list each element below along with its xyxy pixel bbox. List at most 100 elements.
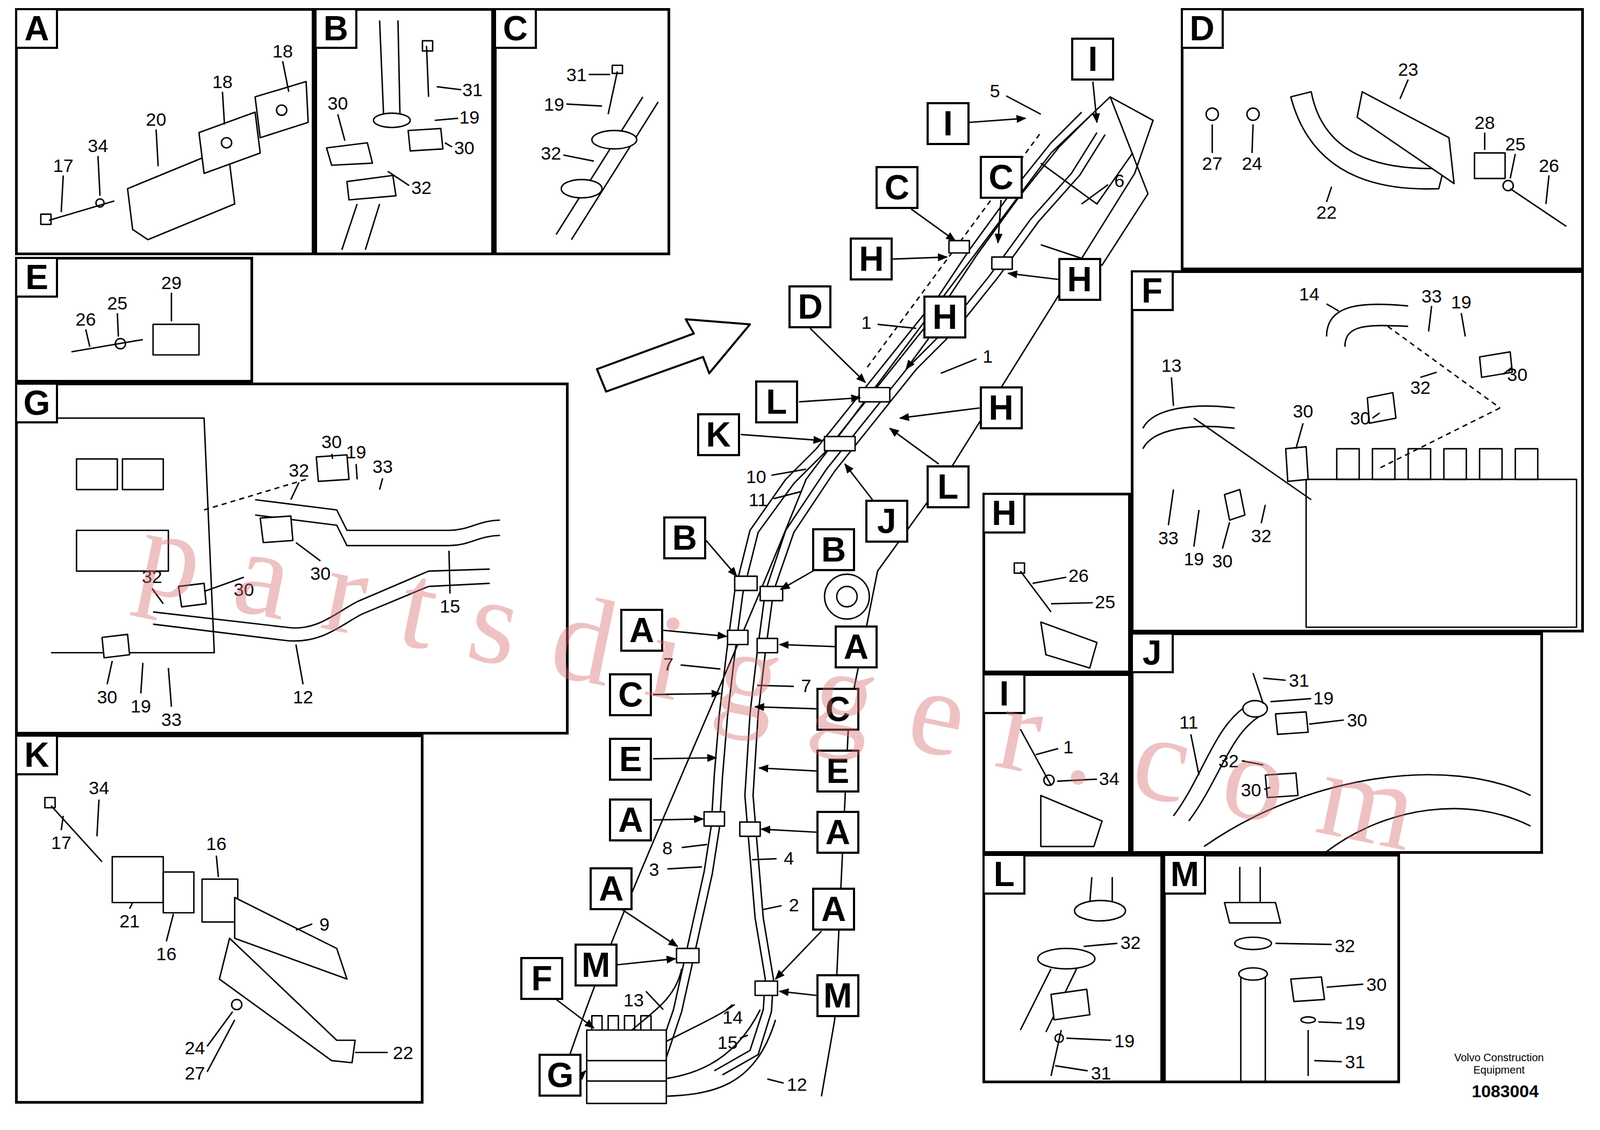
callout-letter-box: M xyxy=(1163,854,1207,895)
callout-number: 32 xyxy=(1410,378,1431,397)
callout-number: 19 xyxy=(1313,689,1334,708)
callout-number: 19 xyxy=(543,95,565,114)
callout-letter-box: C xyxy=(979,155,1023,199)
callout-letter-box: A xyxy=(816,811,860,855)
callout-number: 11 xyxy=(748,490,768,509)
callout-letter: I xyxy=(943,106,953,141)
callout-letter-box: H xyxy=(923,295,967,339)
callout-number: 21 xyxy=(119,912,140,931)
callout-number: 16 xyxy=(206,834,227,853)
callout-letter: F xyxy=(1141,273,1163,308)
callout-number: 18 xyxy=(212,72,233,91)
callout-number: 12 xyxy=(292,687,314,707)
callout-number: 1 xyxy=(982,347,993,366)
callout-number: 26 xyxy=(1538,156,1560,175)
callout-number: 28 xyxy=(1474,113,1496,132)
callout-number: 30 xyxy=(1350,409,1371,428)
callout-letter-box: C xyxy=(875,166,919,210)
detail-panel: 23282526272422D xyxy=(1180,8,1584,271)
brand-caption: Volvo Construction Equipment xyxy=(1439,1051,1559,1077)
callout-number: 30 xyxy=(1346,711,1368,730)
callout-number: 24 xyxy=(184,1038,206,1058)
callout-letter: B xyxy=(672,520,698,556)
callout-letter-box: A xyxy=(834,625,878,669)
callout-number: 30 xyxy=(1507,365,1528,384)
callout-letter: M xyxy=(581,948,611,983)
callout-number: 30 xyxy=(1366,975,1387,994)
callout-number: 32 xyxy=(1218,751,1239,771)
detail-panel: 3130193032B xyxy=(314,8,494,255)
callout-number: 23 xyxy=(1397,60,1419,79)
drawing-number: 1083004 xyxy=(1471,1082,1539,1101)
callout-number: 4 xyxy=(783,849,794,868)
callout-number: 32 xyxy=(288,461,310,480)
callout-letter: M xyxy=(823,978,852,1014)
callout-number: 17 xyxy=(51,833,72,852)
callout-number: 15 xyxy=(439,597,461,616)
detail-panel: 32301931M xyxy=(1163,854,1400,1084)
callout-letter: A xyxy=(629,613,655,648)
callout-number: 32 xyxy=(540,144,562,163)
callout-letter: C xyxy=(825,692,851,727)
callout-letter: C xyxy=(503,11,528,46)
callout-number: 9 xyxy=(319,915,330,934)
callout-letter: H xyxy=(932,299,958,335)
callout-letter: J xyxy=(877,504,897,539)
callout-number: 30 xyxy=(96,687,118,707)
callout-number: 32 xyxy=(1334,936,1355,956)
callout-letter: G xyxy=(23,385,51,421)
callout-letter-box: M xyxy=(816,974,860,1018)
callout-letter: L xyxy=(765,384,787,420)
callout-number: 7 xyxy=(663,655,674,674)
callout-number: 30 xyxy=(1240,780,1262,800)
callout-letter-box: B xyxy=(812,528,856,572)
callout-letter-box: H xyxy=(982,492,1026,534)
callout-letter-box: H xyxy=(1058,257,1102,301)
callout-number: 30 xyxy=(310,564,331,583)
detail-panel: 2625H xyxy=(982,492,1131,674)
callout-number: 33 xyxy=(1421,287,1442,306)
callout-number: 22 xyxy=(392,1043,414,1063)
callout-letter: H xyxy=(858,241,884,277)
callout-number: 10 xyxy=(745,467,767,486)
callout-number: 32 xyxy=(1251,526,1272,545)
callout-letter-box: C xyxy=(816,687,860,731)
callout-number: 13 xyxy=(623,991,644,1010)
callout-letter: G xyxy=(546,1058,574,1093)
callout-letter-box: A xyxy=(589,867,633,911)
callout-number: 19 xyxy=(1114,1031,1135,1051)
callout-number: 31 xyxy=(566,65,587,84)
callout-letter: I xyxy=(999,676,1009,712)
callout-number: 15 xyxy=(717,1033,738,1052)
callout-letter: C xyxy=(618,677,643,713)
callout-number: 34 xyxy=(1099,769,1120,788)
callout-number: 30 xyxy=(233,580,255,599)
callout-letter: A xyxy=(618,802,643,838)
callout-letter-box: K xyxy=(697,413,741,457)
callout-letter: A xyxy=(825,815,851,850)
detail-panel: 321931L xyxy=(982,854,1164,1084)
callout-number: 32 xyxy=(411,178,432,197)
callout-letter: M xyxy=(1170,857,1200,892)
callout-letter-box: K xyxy=(15,734,59,776)
callout-number: 12 xyxy=(786,1075,808,1094)
callout-letter-box: A xyxy=(812,887,856,931)
callout-number: 14 xyxy=(1299,284,1320,304)
callout-letter: C xyxy=(988,160,1014,195)
callout-letter-box: A xyxy=(15,8,59,49)
callout-letter: J xyxy=(1142,635,1162,671)
callout-number: 2 xyxy=(788,895,800,915)
callout-letter: E xyxy=(25,260,49,295)
callout-number: 5 xyxy=(989,81,1001,100)
callout-number: 17 xyxy=(53,156,74,175)
callout-number: 19 xyxy=(346,442,367,462)
callout-letter: F xyxy=(531,961,553,996)
callout-letter: L xyxy=(937,469,959,505)
callout-letter: E xyxy=(826,754,850,789)
callout-letter-box: A xyxy=(620,608,664,652)
callout-letter-box: C xyxy=(493,8,537,49)
callout-number: 1 xyxy=(1063,737,1074,757)
callout-number: 30 xyxy=(327,94,349,113)
callout-number: 8 xyxy=(662,838,673,858)
